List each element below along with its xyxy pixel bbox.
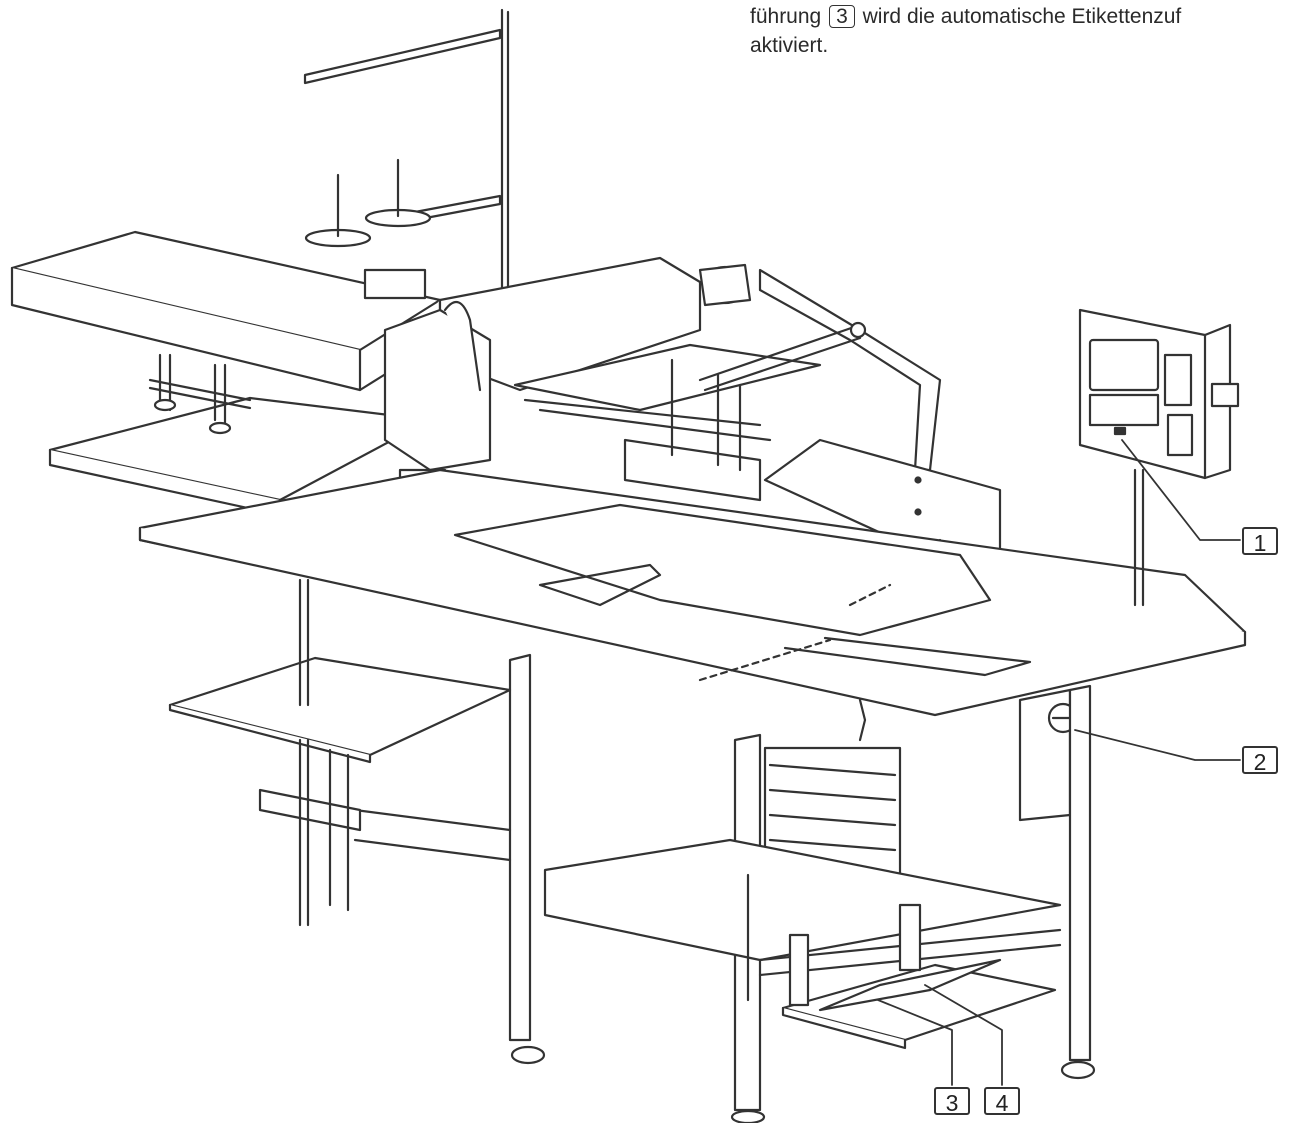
caption-line2: aktiviert. <box>750 34 829 57</box>
callout-2: 2 <box>1242 746 1278 775</box>
machine-arm <box>10 230 442 435</box>
callout-1: 1 <box>1242 527 1278 556</box>
callout-leaders <box>877 439 1241 1086</box>
callout-4: 4 <box>984 1087 1020 1116</box>
control-panel <box>1078 308 1240 607</box>
caption-ref-box: 3 <box>829 5 855 28</box>
foot-pedal <box>781 903 1057 1050</box>
table-frame <box>353 653 1096 1123</box>
left-shelf <box>168 578 512 927</box>
caption-line1-before: führung <box>750 5 822 28</box>
caption-text: führung 3 wird die automatische Etikette… <box>750 2 1290 60</box>
caption-line1-after: wird die automatische Etikettenzuf <box>862 5 1182 28</box>
main-table-top <box>138 468 1247 717</box>
carriage-rails <box>513 263 942 472</box>
thread-stand <box>303 8 510 292</box>
sewing-head <box>383 256 702 519</box>
callout-3: 3 <box>934 1087 970 1116</box>
